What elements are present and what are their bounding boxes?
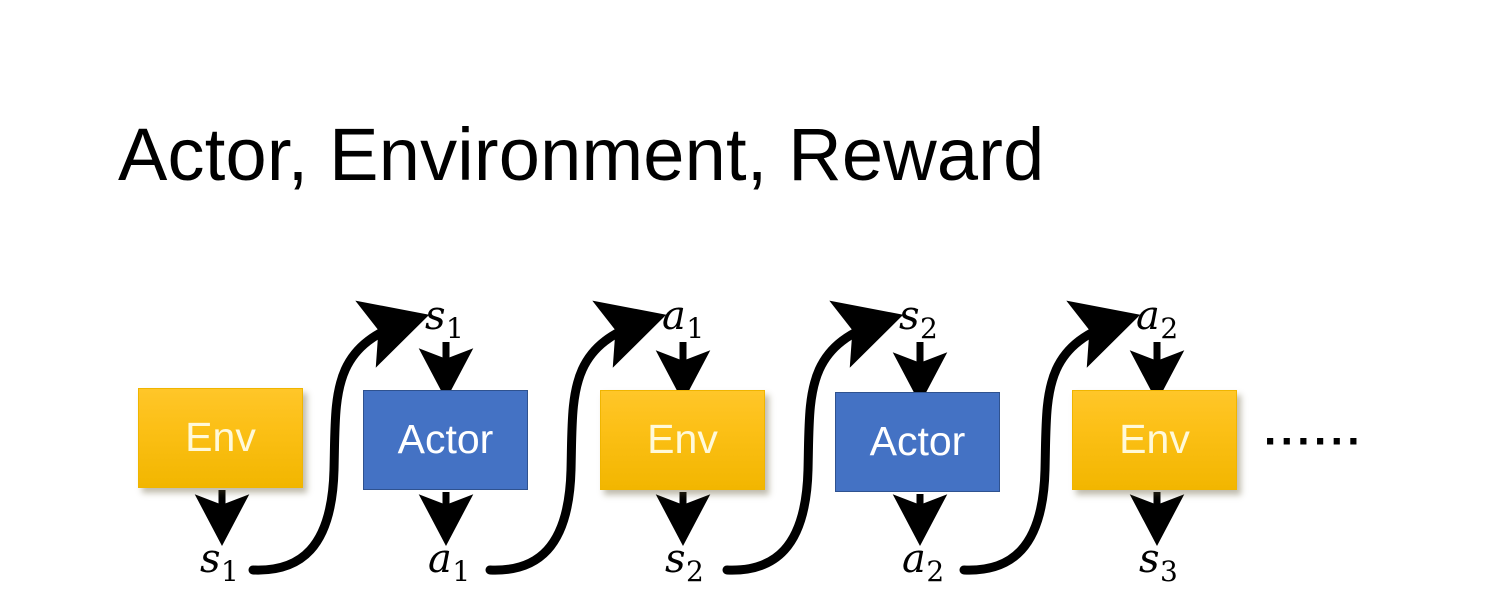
symbol-subscript: 1: [221, 554, 239, 588]
label-top-s2: s2: [899, 296, 938, 343]
symbol-subscript: 1: [686, 311, 705, 345]
label-bottom-a1: a1: [428, 539, 470, 586]
label-bottom-a2: a2: [902, 539, 944, 586]
symbol-subscript: 2: [920, 311, 938, 345]
symbol-subscript: 1: [446, 311, 464, 345]
box-actor-2[interactable]: Actor: [835, 392, 1000, 492]
down-arrows-out-of-boxes: [194, 490, 1185, 546]
label-bottom-s1: s1: [200, 539, 239, 586]
box-label: Env: [1119, 415, 1190, 462]
box-label: Actor: [397, 415, 494, 462]
symbol-subscript: 2: [1160, 311, 1179, 345]
box-actor-1[interactable]: Actor: [363, 390, 528, 490]
label-bottom-s2: s2: [665, 539, 704, 586]
box-label: Actor: [869, 417, 966, 464]
page-title: Actor, Environment, Reward: [118, 113, 1045, 196]
box-env-3[interactable]: Env: [1072, 390, 1237, 490]
ellipsis-continuation: ······: [1264, 417, 1364, 466]
box-env-2[interactable]: Env: [600, 390, 765, 490]
label-top-a1: a1: [662, 296, 704, 343]
label-bottom-s3: s3: [1139, 539, 1178, 586]
label-top-s1: s1: [425, 296, 464, 343]
symbol-subscript: 1: [452, 554, 471, 588]
symbol-subscript: 2: [926, 554, 945, 588]
symbol-base: s: [899, 293, 920, 339]
symbol-base: s: [425, 293, 446, 339]
symbol-base: a: [902, 536, 926, 582]
label-top-a2: a2: [1136, 296, 1178, 343]
box-env-1[interactable]: Env: [138, 388, 303, 488]
symbol-subscript: 2: [686, 554, 704, 588]
symbol-subscript: 3: [1160, 554, 1178, 588]
symbol-base: s: [1139, 536, 1160, 582]
symbol-base: s: [665, 536, 686, 582]
box-label: Env: [185, 413, 256, 460]
symbol-base: a: [1136, 293, 1160, 339]
symbol-base: a: [662, 293, 686, 339]
symbol-base: s: [200, 536, 221, 582]
down-arrows-into-boxes: [418, 342, 1185, 404]
symbol-base: a: [428, 536, 452, 582]
box-label: Env: [647, 415, 718, 462]
